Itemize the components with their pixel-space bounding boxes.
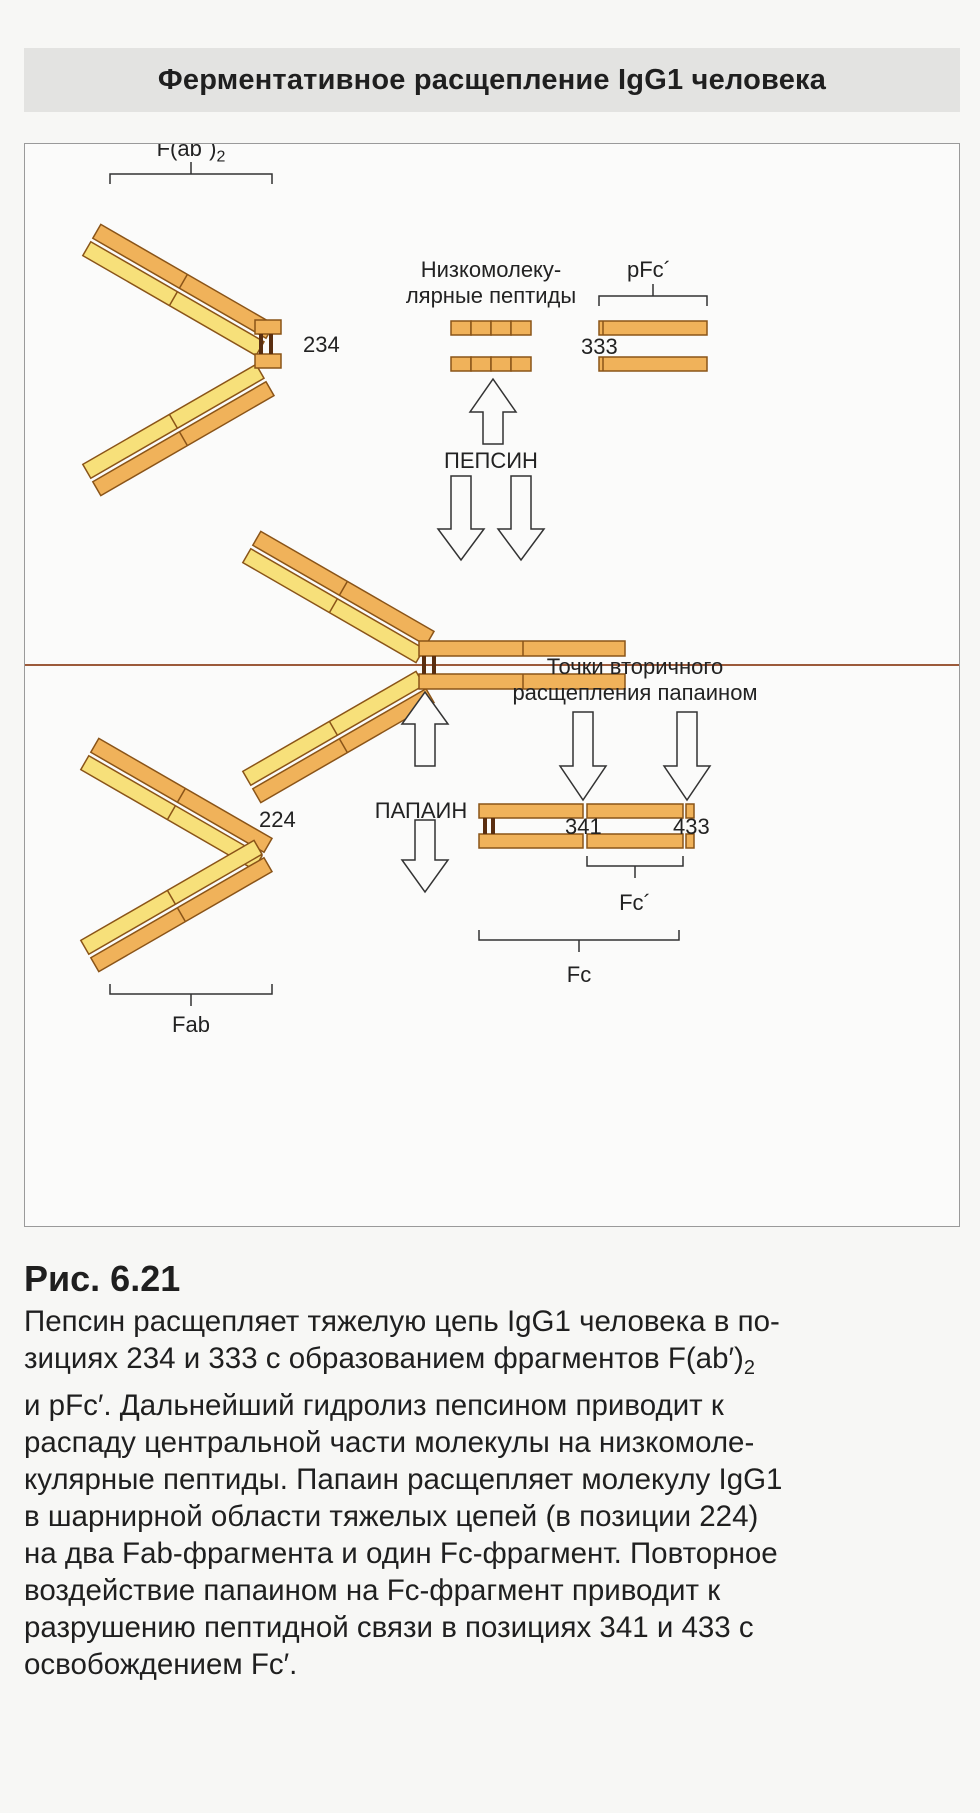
igg-fc-bottom [418,673,626,690]
fab2-fragment [81,162,282,497]
caption-line: и pFc′. Дальнейший гидролиз пепсином при… [24,1389,724,1422]
secondary-arrow-433 [662,711,712,802]
low-mol-peptides [450,320,532,372]
figure-title: Ферментативное расщепление IgG1 человека [157,63,827,96]
caption-line: кулярные пептиды. Папаин расщепляет моле… [24,1463,783,1496]
figure-title-bar: Ферментативное расщепление IgG1 человека [24,48,960,112]
fc-prime-label: Fc´ [619,890,651,915]
diagram-canvas [25,162,959,1006]
papain-up-arrow [400,690,450,767]
igg-lower-arm [241,670,436,804]
igg-upper-arm [241,530,436,664]
pfc-label: pFc´ [627,257,671,282]
position-333-label: 333 [581,334,618,359]
caption-line: освобождением Fc′. [24,1648,298,1681]
pepsin-arrow-left [436,475,486,562]
fab2-bracket [109,162,273,184]
caption-line: на два Fab-фрагмента и один Fc-фрагмент.… [24,1537,778,1570]
secondary-arrow-341 [558,711,608,802]
position-234-label: 234 [303,332,340,357]
intact-igg1 [241,530,626,804]
papain-down-arrow [400,819,450,894]
fc-fragment [478,803,695,952]
fc-bracket [478,930,680,952]
caption-heading: Рис. 6.21 [24,1258,181,1299]
fc-prime-bracket [586,856,684,878]
position-224-label: 224 [259,807,296,832]
caption-line: разрушению пептидной связи в позициях 34… [24,1611,754,1644]
position-341-label: 341 [565,814,602,839]
fab2-lower-arm [81,363,276,497]
pepsin-up-arrow [468,377,518,445]
low-mol-label-line1: Низкомолеку- [420,257,562,282]
caption-line: воздействие папаином на Fc-фрагмент прив… [24,1574,721,1607]
fc-prime-bottom [586,833,684,849]
position-433-label: 433 [673,814,710,839]
secondary-label-line2: расщепления папаином [512,680,758,705]
secondary-label-line1: Точки вторичного [546,654,724,679]
pfc-fragment [598,284,708,372]
fab-fragment-2 [79,839,274,973]
pepsin-arrow-right [496,475,546,562]
pfc-bracket [598,284,708,306]
caption-line: Пепсин расщепляет тяжелую цепь IgG1 чело… [24,1305,780,1338]
igg-fc-top [418,640,626,657]
fc-label: Fc [566,962,592,987]
caption-line: в шарнирной области тяжелых цепей (в поз… [24,1500,759,1533]
fab-bracket [109,984,273,1006]
fc-prime-top [586,803,684,819]
caption-body: Пепсин расщепляет тяжелую цепь IgG1 чело… [24,1303,964,1683]
low-mol-label-line2: лярные пептиды [405,283,577,308]
pepsin-label: ПЕПСИН [444,448,538,473]
fab2-hinge-bottom [254,353,282,369]
diagram-frame: F(ab´)2 234 Низкомолеку- лярные пептиды … [24,143,960,1227]
caption-line: зициях 234 и 333 с образованием фрагмент… [24,1342,755,1379]
fab2-upper-arm [81,223,276,357]
fab-label: Fab [172,1012,210,1037]
fab2-label: F(ab´)2 [156,143,226,166]
caption-line: распаду центральной части молекулы на ни… [24,1426,755,1459]
fab2-hinge-top [254,319,282,335]
papain-label: ПАПАИН [374,798,468,823]
